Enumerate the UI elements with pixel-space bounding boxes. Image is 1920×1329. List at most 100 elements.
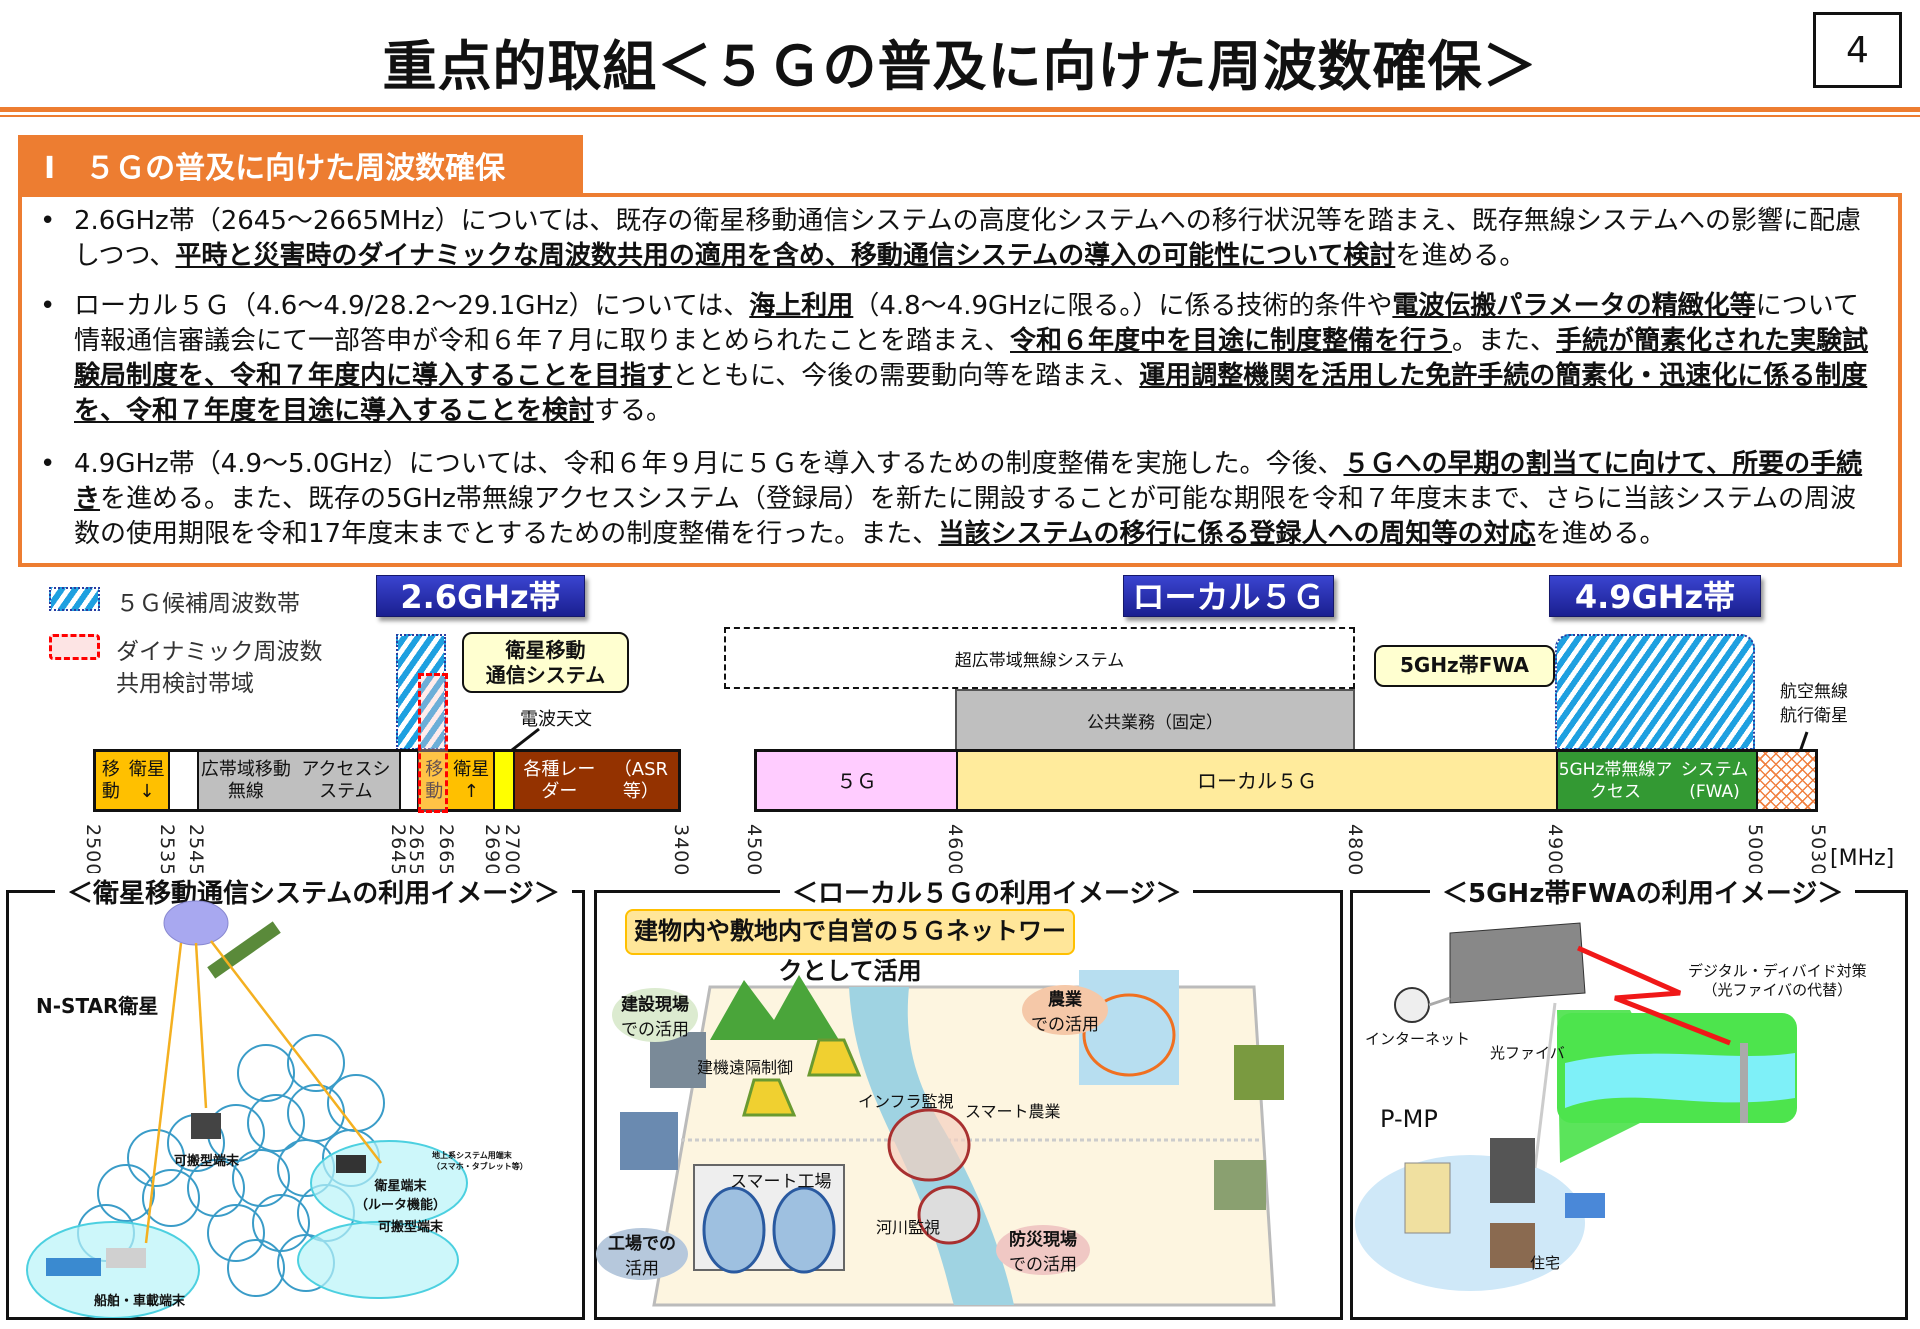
uwb-band: 超広帯域無線システム xyxy=(724,627,1355,689)
agri-badge: 農業での活用 xyxy=(1022,985,1108,1035)
panel-title: ＜5GHz帯FWAの利用イメージ＞ xyxy=(1430,873,1856,910)
tick-label: 2700 xyxy=(501,824,523,877)
fwa-callout: 5GHz帯FWA xyxy=(1374,645,1555,687)
factory-badge: 工場での活用 xyxy=(596,1228,688,1280)
divide-line: （光ファイバの代替） xyxy=(1702,981,1853,999)
tick-label: 5030 xyxy=(1807,824,1829,877)
portable-terminal-label: 可搬型端末 xyxy=(174,1154,240,1169)
band-segment xyxy=(170,752,199,809)
bullet-emphasis: 電波伝搬パラメータの精緻化等 xyxy=(1392,291,1756,321)
bullet-item: • ローカル５Ｇ（4.6～4.9/28.2～29.1GHz）については、海上利用… xyxy=(40,289,1880,429)
smart-agri-label: スマート農業 xyxy=(965,1102,1061,1121)
bullet-text: ローカル５Ｇ（4.6～4.9/28.2～29.1GHz）については、 xyxy=(74,291,750,321)
ship-terminal-label: 船舶・車載端末 xyxy=(94,1294,186,1309)
seg-line: アクセスシステム xyxy=(301,758,391,802)
bullet-emphasis: 海上利用 xyxy=(749,291,854,321)
band-bar-local5g: ５Ｇ ローカル５Ｇ 5GHz帯無線アクセスシステム(FWA) xyxy=(754,749,1818,812)
ground-line: （スマホ・タブレット等） xyxy=(432,1162,528,1171)
badge-line: 工場での xyxy=(608,1234,676,1254)
legend-dynamic-icon xyxy=(49,634,100,660)
bullet-text: 。また、 xyxy=(1452,326,1557,356)
tick-label: 2655 xyxy=(405,824,427,877)
tick-label: 5000 xyxy=(1744,824,1766,877)
dynamic-sharing-band xyxy=(418,673,448,813)
radio-astronomy-label: 電波天文 xyxy=(520,709,592,730)
ground-terminal-label: 地上系システム用端末 （スマホ・タブレット等） xyxy=(432,1150,528,1172)
tick-label: 3400 xyxy=(670,824,692,877)
pmp-label: P-MP xyxy=(1380,1105,1438,1133)
bullet-text: 4.9GHz帯（4.9～5.0GHz）については、令和６年９月に５Ｇを導入するた… xyxy=(74,449,1344,479)
callout-satellite: 衛星移動 通信システム xyxy=(462,632,629,693)
badge-line: での活用 xyxy=(621,1020,689,1040)
seg-line: 衛星↑ xyxy=(453,758,490,802)
bullet-emphasis: 当該システムの移行に係る登録人への周知等の対応 xyxy=(938,519,1536,549)
bullet-text: 2.6GHz帯（2645～2665MHz）については、既存の衛星移動通信システム… xyxy=(74,206,1862,271)
title-divider xyxy=(0,107,1920,112)
bullet-text: について情報通信審議会にて一部答申が令和６年７月に取りまとめられたことを踏まえ、 xyxy=(74,291,1859,356)
bullet-text: を進める。 xyxy=(1535,519,1666,549)
band-segment: ローカル５Ｇ xyxy=(958,752,1558,809)
fiber-label: 光ファイバ xyxy=(1490,1044,1565,1062)
aero-band-segment xyxy=(1758,752,1815,809)
remote-control-label: 建機遠隔制御 xyxy=(697,1058,794,1077)
bullet-item: • 2.6GHz帯（2645～2665MHz）については、既存の衛星移動通信シス… xyxy=(40,204,1880,274)
band-segment xyxy=(401,752,419,809)
page-number: 4 xyxy=(1813,12,1902,88)
public-fixed-band: 公共業務（固定） xyxy=(955,689,1355,751)
tick-label: 2645 xyxy=(387,824,409,877)
internet-label: インターネット xyxy=(1365,1030,1471,1048)
seg-line: 移動 xyxy=(425,758,444,802)
legend-dynamic-line2: 共用検討帯域 xyxy=(116,671,254,697)
bullet-marker: • xyxy=(40,449,56,479)
badge-line: 農業 xyxy=(1048,990,1082,1010)
portable-terminal-label-2: 可搬型端末 xyxy=(378,1220,444,1235)
river-label: 河川監視 xyxy=(876,1218,941,1237)
tick-label: 2500 xyxy=(82,824,104,877)
ground-line: 地上系システム用端末 xyxy=(432,1151,512,1160)
bullet-text: （4.8～4.9GHzに限る。）に係る技術的条件や xyxy=(853,291,1393,321)
aero-label: 航空無線航行衛星 xyxy=(1780,680,1848,728)
divide-line: デジタル・ディバイド対策 xyxy=(1688,962,1867,980)
tick-label: 4800 xyxy=(1344,824,1366,877)
uwb-label: 超広帯域無線システム xyxy=(954,650,1125,671)
aero-line: 航空無線 xyxy=(1780,682,1848,702)
tick-label: 2535 xyxy=(156,824,178,877)
digital-divide-label: デジタル・ディバイド対策（光ファイバの代替） xyxy=(1688,962,1867,1000)
badge-line: 活用 xyxy=(625,1259,659,1279)
bullet-marker: • xyxy=(40,206,56,236)
section-heading: Ⅰ ５Ｇの普及に向けた周波数確保 xyxy=(18,135,583,193)
factory-photo xyxy=(620,1112,678,1170)
local5g-banner: 建物内や敷地内で自営の５Ｇネットワークとして活用 xyxy=(625,909,1075,985)
seg-line: システム(FWA) xyxy=(1680,759,1749,802)
band-segment: 各種レーダー（ASR等） xyxy=(515,752,678,809)
band-segment: 移動衛星↓ xyxy=(96,752,170,809)
bullet-emphasis: 平時と災害時のダイナミックな周波数共用の適用を含め、移動通信システムの導入の可能… xyxy=(175,241,1396,271)
band-bar-2-6: 移動衛星↓ 広帯域移動無線アクセスシステム 移動衛星↑ 各種レーダー（ASR等） xyxy=(93,749,681,812)
construction-badge: 建設現場での活用 xyxy=(612,988,698,1042)
public-fixed-label: 公共業務（固定） xyxy=(1087,712,1223,733)
band-label-local5g: ローカル５Ｇ xyxy=(1123,575,1334,617)
legend-dynamic-line1: ダイナミック周波数 xyxy=(116,639,323,665)
legend-hatch-icon xyxy=(49,587,100,611)
bullet-emphasis: ５Ｇへの早期の割当てに向けて、所要の手続き xyxy=(74,449,1863,514)
callout-line: 通信システム xyxy=(485,663,606,687)
seg-line: ５Ｇ xyxy=(836,768,877,793)
fwa-illustration xyxy=(1355,922,1797,1291)
band-segment xyxy=(495,752,515,809)
seg-line: 移動 xyxy=(101,758,120,802)
aero-line: 航行衛星 xyxy=(1780,706,1848,726)
bullet-item: • 4.9GHz帯（4.9～5.0GHz）については、令和６年９月に５Ｇを導入す… xyxy=(40,447,1880,552)
seg-line: 広帯域移動無線 xyxy=(200,758,291,802)
badge-line: 建設現場 xyxy=(621,995,689,1015)
house-label: 住宅 xyxy=(1530,1254,1561,1272)
local5g-illustration xyxy=(652,970,1284,1307)
legend-candidate: ５Ｇ候補周波数帯 xyxy=(116,591,300,617)
bullet-text: とともに、今後の需要動向等を踏まえ、 xyxy=(672,361,1140,391)
seg-line: ローカル５Ｇ xyxy=(1197,768,1317,793)
infra-label: インフラ監視 xyxy=(858,1092,954,1111)
badge-line: 防災現場 xyxy=(1009,1230,1077,1250)
nstar-label: N-STAR衛星 xyxy=(36,994,159,1018)
smart-factory-label: スマート工場 xyxy=(730,1172,832,1192)
tick-label: 4500 xyxy=(743,824,765,877)
seg-line: 5GHz帯無線アクセス xyxy=(1558,759,1673,802)
